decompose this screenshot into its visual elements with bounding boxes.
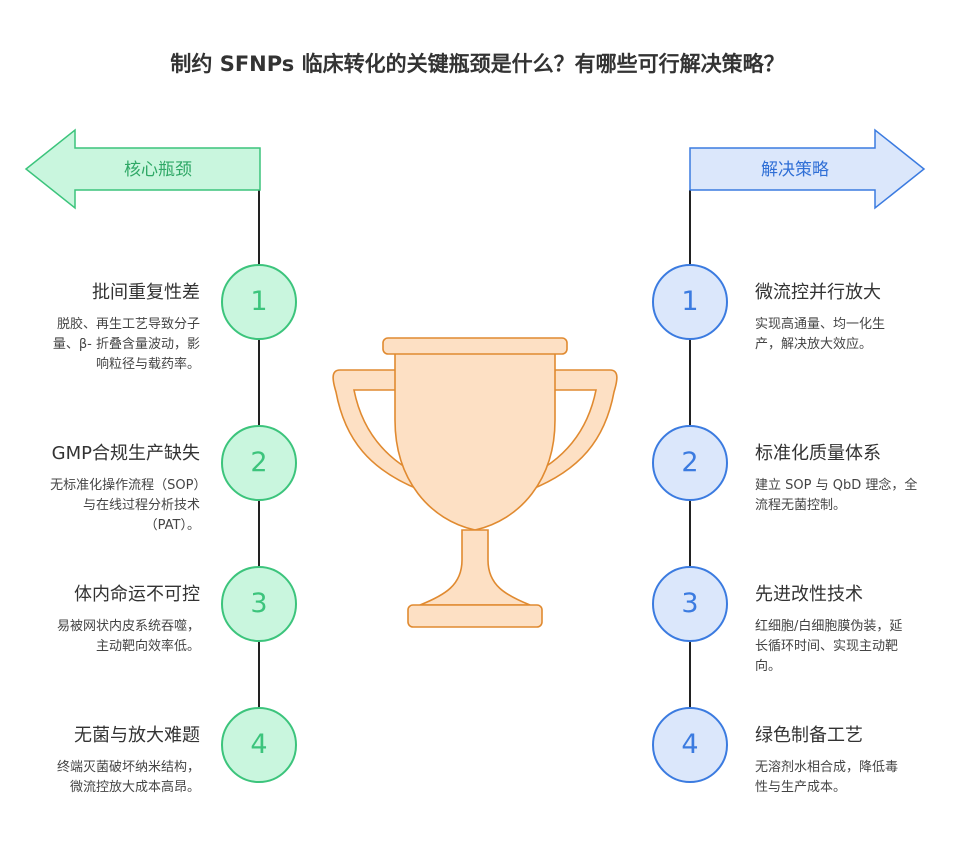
left-circles: [221, 264, 297, 783]
step-number: 3: [250, 588, 268, 619]
strategy-desc: 建立 SOP 与 QbD 理念，全流程无菌控制。: [755, 478, 918, 513]
bottleneck-title: 无菌与放大难题: [74, 725, 200, 746]
step-number: 4: [681, 729, 699, 760]
bottleneck-title: 批间重复性差: [92, 282, 200, 303]
right-circles: [652, 264, 728, 783]
step-number: 4: [250, 729, 268, 760]
bottleneck-title: GMP合规生产缺失: [51, 443, 200, 464]
step-number: 3: [681, 588, 699, 619]
bottleneck-desc: 无标准化操作流程（SOP）与在线过程分析技术（PAT）。: [50, 478, 200, 533]
bottleneck-desc: 终端灭菌破坏纳米结构，微流控放大成本高昂。: [56, 760, 200, 795]
step-number: 1: [250, 286, 268, 317]
strategy-desc: 红细胞/白细胞膜伪装，延长循环时间、实现主动靶向。: [755, 619, 903, 674]
strategy-title: 微流控并行放大: [755, 282, 881, 303]
strategy-title: 标准化质量体系: [755, 443, 881, 464]
bottleneck-title: 体内命运不可控: [74, 584, 200, 605]
step-number: 2: [250, 447, 268, 478]
left-arrow: [24, 128, 261, 210]
strategy-title: 绿色制备工艺: [755, 725, 863, 746]
strategy-title: 先进改性技术: [755, 584, 863, 605]
step-number: 2: [681, 447, 699, 478]
bottleneck-desc: 易被网状内皮系统吞噬，主动靶向效率低。: [56, 619, 200, 654]
step-number: 1: [681, 286, 699, 317]
bottleneck-desc: 脱胶、再生工艺导致分子量、β- 折叠含量波动，影响粒径与载药率。: [52, 317, 200, 372]
left-arrow-label: 核心瓶颈: [124, 160, 192, 180]
right-arrow: [689, 128, 926, 210]
strategy-desc: 实现高通量、均一化生产，解决放大效应。: [755, 317, 886, 352]
trophy-icon: [332, 337, 618, 628]
page-title: 制约 SFNPs 临床转化的关键瓶颈是什么？有哪些可行解决策略？: [170, 52, 785, 76]
right-arrow-label: 解决策略: [761, 160, 829, 180]
strategy-desc: 无溶剂水相合成，降低毒性与生产成本。: [755, 760, 899, 795]
